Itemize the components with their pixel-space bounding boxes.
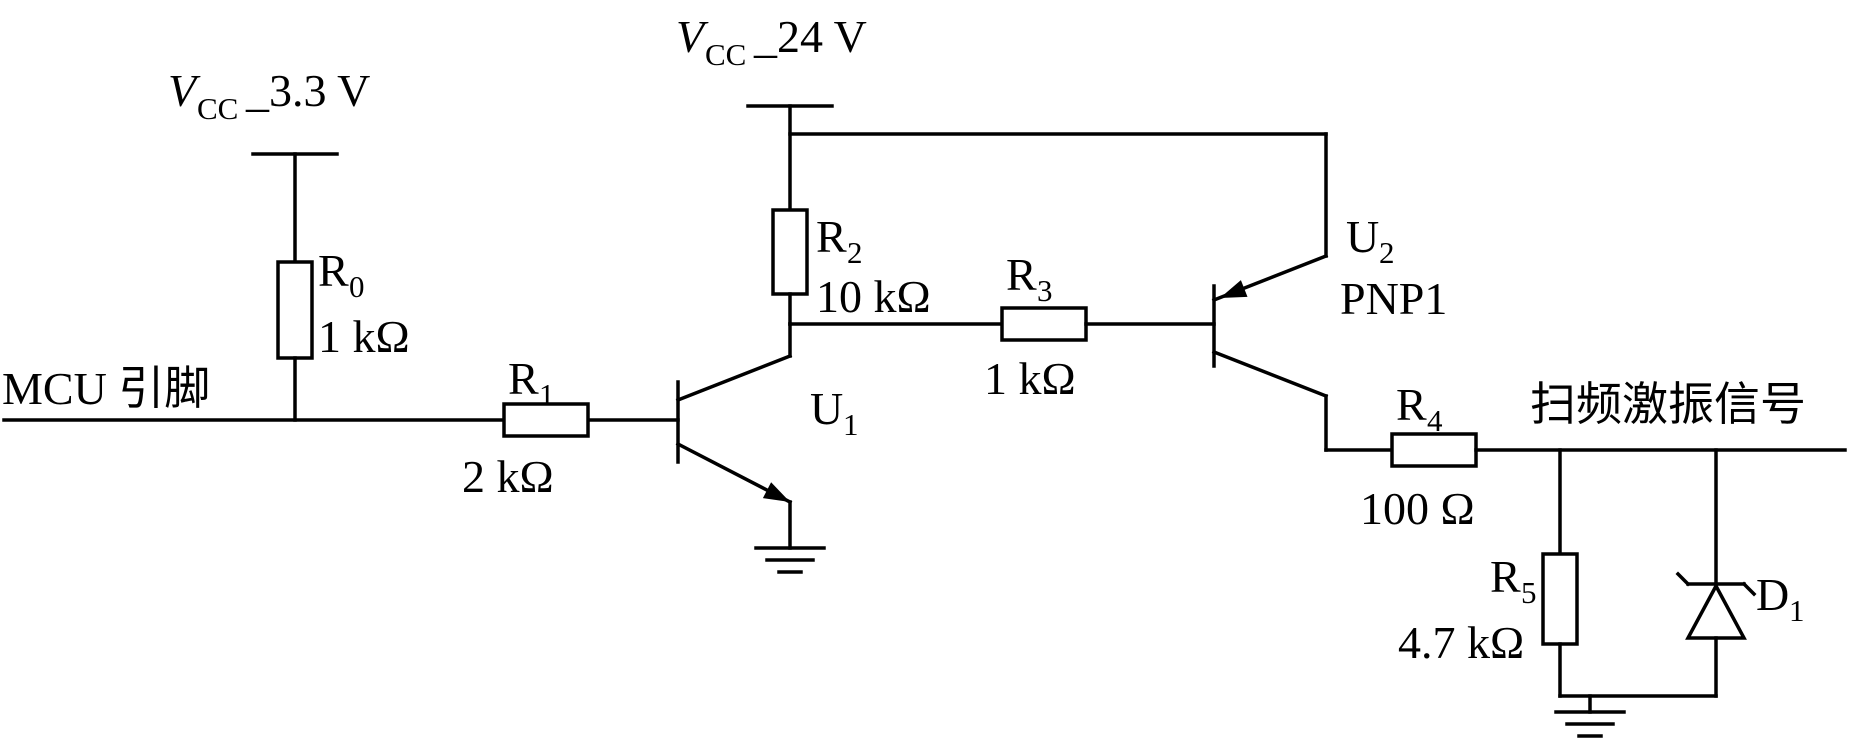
r2-value: 10 kΩ <box>816 271 931 322</box>
r0-ref-sub: 0 <box>349 269 365 304</box>
u2-ref-sub: 2 <box>1379 235 1395 270</box>
r2-ref: R <box>816 211 847 262</box>
d1-ref: D <box>1756 569 1789 620</box>
ground-symbol-u1 <box>754 546 826 574</box>
d1-ref-sub: 1 <box>1789 593 1805 628</box>
r3-ref: R <box>1006 249 1037 300</box>
r1-ref: R <box>508 353 539 404</box>
r4-ref-sub: 4 <box>1427 403 1443 438</box>
u1-ref: U <box>810 383 843 434</box>
supply-vcc-24v: V CC _24 V <box>676 11 1328 258</box>
resistor-r1: R 1 2 kΩ <box>462 353 590 502</box>
r2-ref-sub: 2 <box>847 235 863 270</box>
vcc24-subscript: CC <box>705 37 746 72</box>
resistor-r2: R 2 10 kΩ <box>771 208 931 326</box>
ground-symbol-output <box>1554 694 1718 738</box>
resistor-r0: R 0 1 kΩ <box>276 245 410 422</box>
vcc33-symbol: V <box>168 65 201 116</box>
r5-ref: R <box>1490 551 1521 602</box>
u2-ref: U <box>1346 211 1379 262</box>
r5-value: 4.7 kΩ <box>1398 617 1524 668</box>
r4-value: 100 Ω <box>1360 483 1475 534</box>
resistor-r3: R 3 1 kΩ <box>984 249 1216 404</box>
r0-ref: R <box>318 245 349 296</box>
supply-vcc-3v3: V CC _3.3 V <box>168 65 370 264</box>
u2-type-label: PNP1 <box>1340 273 1447 324</box>
r1-ref-sub: 1 <box>539 377 555 412</box>
transistor-u2-pnp: U 2 PNP1 <box>1211 211 1447 452</box>
u1-ref-sub: 1 <box>843 407 859 442</box>
resistor-r5: R 5 4.7 kΩ <box>1398 448 1579 698</box>
vcc24-symbol: V <box>676 11 709 62</box>
r3-value: 1 kΩ <box>984 353 1076 404</box>
vcc33-subscript: CC <box>197 91 238 126</box>
d1-anode-triangle <box>1685 582 1747 640</box>
output-signal-label: 扫频激振信号 <box>1530 379 1806 430</box>
transistor-u1-npn: U 1 <box>675 322 859 550</box>
r1-value: 2 kΩ <box>462 451 554 502</box>
u2-collector-diagonal <box>1211 349 1329 399</box>
resistor-r1-body <box>502 402 590 438</box>
resistor-r5-body <box>1541 552 1579 646</box>
r0-value: 1 kΩ <box>318 311 410 362</box>
r3-ref-sub: 3 <box>1037 273 1053 308</box>
u2-emitter-arrow <box>1220 280 1248 298</box>
d1-zener-tick-right <box>1741 581 1757 597</box>
vcc24-suffix: _24 V <box>753 11 867 62</box>
vcc33-suffix: _3.3 V <box>245 65 370 116</box>
diode-d1-zener: D 1 <box>1675 448 1805 698</box>
resistor-r0-body <box>276 260 314 360</box>
r5-ref-sub: 5 <box>1521 575 1537 610</box>
u1-collector-diagonal <box>675 353 793 403</box>
mcu-pin-label: MCU 引脚 <box>2 363 210 414</box>
resistor-r4: R 4 100 Ω <box>1324 379 1847 534</box>
resistor-r3-body <box>1000 306 1088 342</box>
u1-emitter-arrow <box>762 482 790 502</box>
d1-zener-tick-left <box>1675 571 1691 587</box>
resistor-r2-body <box>771 208 809 296</box>
resistor-r4-body <box>1390 432 1478 468</box>
mcu-input-net: MCU 引脚 <box>2 363 680 422</box>
r4-ref: R <box>1396 379 1427 430</box>
